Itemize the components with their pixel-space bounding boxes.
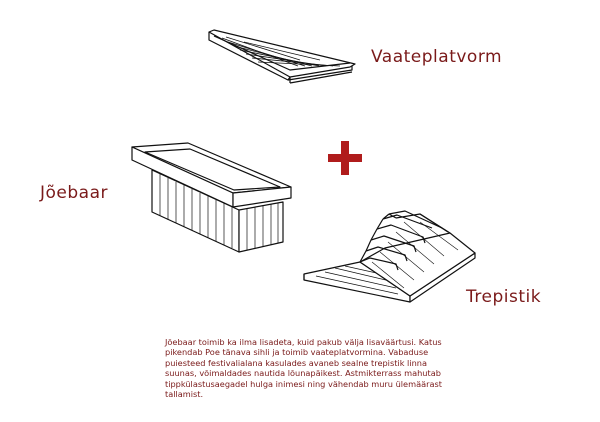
plus-icon <box>328 141 362 175</box>
description-line: puiestееd festivalialana kasulades avane… <box>165 357 427 368</box>
description-line: Jõebaar toimib ka ilma lisadeta, kuid pa… <box>165 337 442 347</box>
viewing-platform-drawing <box>208 29 356 84</box>
description-text: Jõebaar toimib ka ilma lisadeta, kuid pa… <box>165 337 465 399</box>
description-line: tallamist. <box>165 389 204 400</box>
description-line: tippkülastusaegadel hulga inimesi ning v… <box>165 378 442 389</box>
river-bar-drawing <box>131 142 292 253</box>
label-stair-terrace: Trepistik <box>466 287 542 307</box>
description-line: pikendab Poe tänava sihli ja toimib vaat… <box>165 347 429 358</box>
stair-terrace-drawing <box>303 210 476 303</box>
label-viewing-platform: Vaateplatvorm <box>371 47 503 67</box>
label-river-bar: Jõebaar <box>40 183 108 203</box>
description-line: suunas, võimaldades nautida lõunapäikest… <box>165 368 441 379</box>
